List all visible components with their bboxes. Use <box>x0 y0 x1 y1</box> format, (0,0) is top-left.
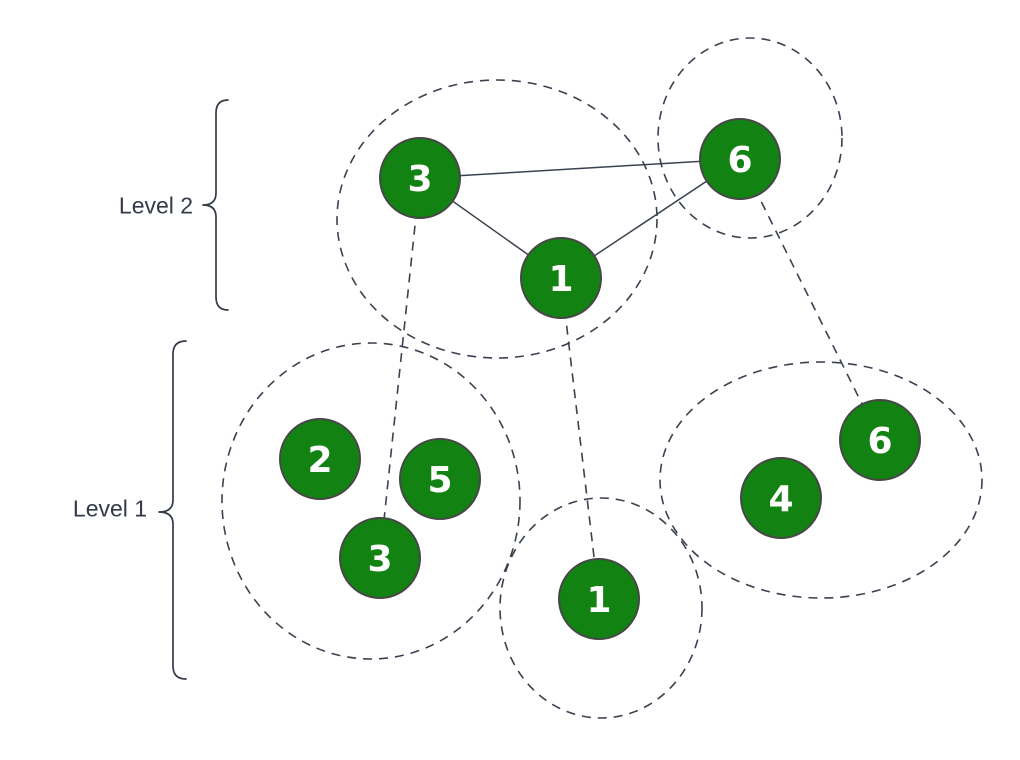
inter-level-edge-n1-l2-n1-l1 <box>560 277 600 600</box>
cluster-outline-cluster-l1-c <box>659 361 983 599</box>
node-circle-n1-l2 <box>520 237 602 319</box>
curly-brace-level-1 <box>158 340 187 680</box>
node-circle-n1-l1 <box>558 558 640 640</box>
node-label-n2-l1: 2 <box>307 440 332 481</box>
graph-node-n5-l1: 5 <box>399 438 481 520</box>
node-circle-n3-l1 <box>339 517 421 599</box>
node-circle-n4-l1 <box>740 457 822 539</box>
node-circle-n2-l1 <box>279 418 361 500</box>
node-label-n4-l1: 4 <box>768 479 793 520</box>
cluster-outline-cluster-l1-b <box>499 497 703 719</box>
node-label-n3-l2: 3 <box>407 159 432 200</box>
intra-level-edge-n3-l2-n6-l2 <box>419 158 741 179</box>
node-label-n3-l1: 3 <box>367 539 392 580</box>
graph-node-n6-l2: 6 <box>699 118 781 200</box>
node-label-n6-l2: 6 <box>727 140 752 181</box>
node-label-n1-l1: 1 <box>586 580 611 621</box>
inter-level-edge-n6-l2-n6-l1 <box>739 158 881 441</box>
node-circle-n6-l2 <box>699 118 781 200</box>
level-label-level-1: Level 1 <box>73 495 147 521</box>
graph-node-n2-l1: 2 <box>279 418 361 500</box>
graph-node-n4-l1: 4 <box>740 457 822 539</box>
curly-brace-level-2 <box>202 99 229 311</box>
node-label-n5-l1: 5 <box>427 460 452 501</box>
node-label-n1-l2: 1 <box>548 259 573 300</box>
graph-node-n3-l2: 3 <box>379 137 461 219</box>
cluster-outline-cluster-l2-b <box>657 37 843 239</box>
node-label-n6-l1: 6 <box>867 421 892 462</box>
graph-node-n1-l2: 1 <box>520 237 602 319</box>
node-circle-n5-l1 <box>399 438 481 520</box>
graph-node-n1-l1: 1 <box>558 558 640 640</box>
graph-node-n6-l1: 6 <box>839 399 921 481</box>
graph-node-n3-l1: 3 <box>339 517 421 599</box>
cluster-outline-cluster-l1-a <box>221 342 521 660</box>
level-label-level-2: Level 2 <box>119 192 193 218</box>
cluster-outline-cluster-l2-a <box>336 79 658 359</box>
node-circle-n3-l2 <box>379 137 461 219</box>
node-circle-n6-l1 <box>839 399 921 481</box>
